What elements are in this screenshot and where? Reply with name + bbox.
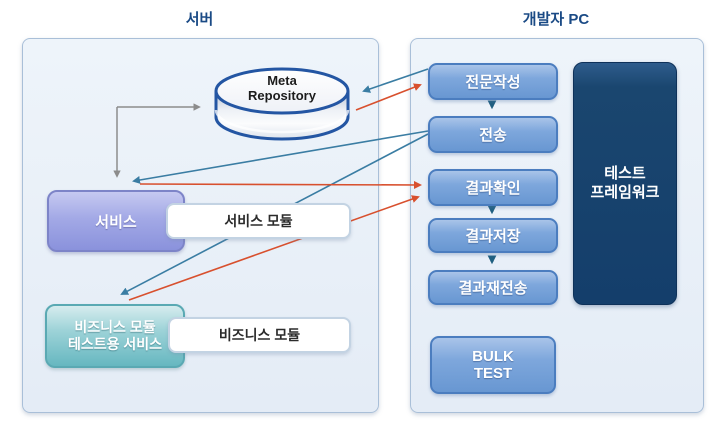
biz-module-box: 비즈니스 모듈 (168, 317, 351, 353)
test-framework-block: 테스트 프레임워크 (573, 62, 677, 305)
bulk-test-button: BULK TEST (430, 336, 556, 394)
arrow-meta-repository-to-compose (355, 83, 422, 111)
arrow-biz-service-to-result-check (128, 195, 420, 301)
server-panel-title: 서버 (185, 11, 214, 28)
database-cylinder-icon (214, 67, 350, 141)
service-module-box: 서비스 모듈 (166, 203, 351, 239)
result-resend-step: 결과재전송 (428, 270, 558, 305)
meta-repository-database (212, 64, 352, 146)
compose-message-step: 전문작성 (428, 63, 558, 100)
arrow-compose-to-meta-repository (362, 68, 429, 93)
biz-test-service-box: 비즈니스 모듈 테스트용 서비스 (45, 304, 185, 368)
meta-repository-label: Meta Repository (248, 73, 316, 103)
send-step: 전송 (428, 116, 558, 153)
developer-pc-panel-title: 개발자 PC (522, 11, 590, 28)
arrow-send-to-service (132, 130, 429, 184)
result-save-step: 결과저장 (428, 218, 558, 253)
service-box: 서비스 (47, 190, 185, 252)
arrow-service-to-result-check (139, 180, 422, 189)
result-check-step: 결과확인 (428, 169, 558, 206)
